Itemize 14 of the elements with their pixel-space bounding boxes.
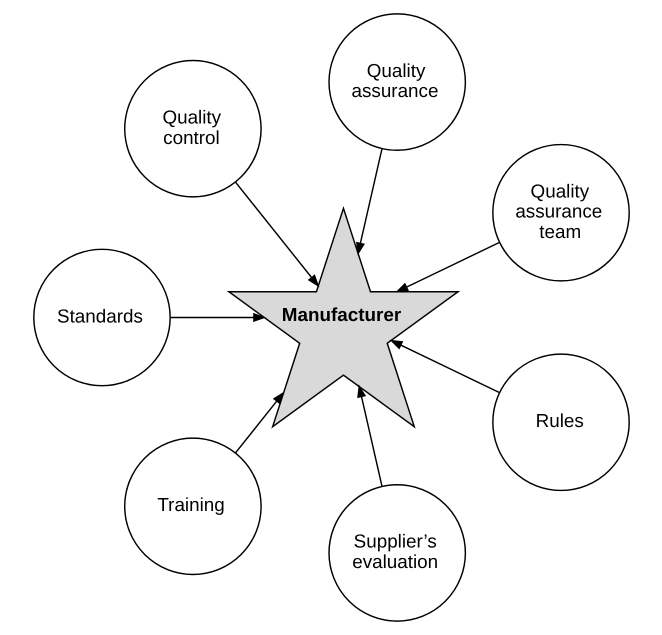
node-circle: Rules — [492, 353, 630, 492]
arrow — [356, 148, 382, 256]
arrow — [356, 384, 382, 486]
arrow — [389, 340, 500, 394]
arrow — [234, 391, 284, 454]
arrow — [394, 242, 500, 293]
node-circle: Supplier’s evaluation — [328, 484, 466, 622]
arrow — [234, 182, 319, 288]
node-circle: Quality control — [124, 60, 262, 198]
arrow — [170, 312, 266, 322]
node-circle: Standards — [32, 248, 170, 386]
node-circle: Training — [124, 437, 262, 576]
node-circle: Quality assurance team — [492, 144, 630, 282]
node-circle: Quality assurance — [328, 13, 466, 151]
